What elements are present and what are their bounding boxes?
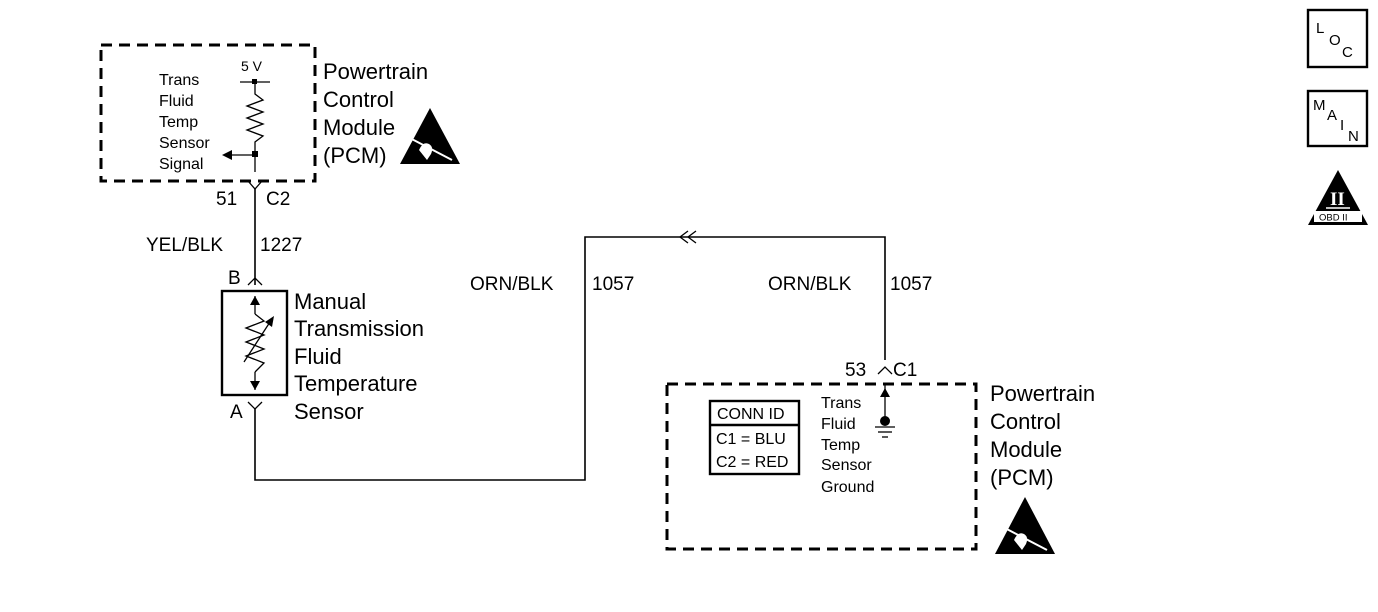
conn-id-row-c2: C2 = RED [716, 454, 788, 471]
terminal-b-symbol [247, 277, 263, 286]
conn-id-title: CONN ID [717, 406, 785, 423]
obd-caption: OBD II [1319, 213, 1348, 224]
wire-1057: ORN/BLK 1057 ORN/BLK 1057 [254, 230, 932, 481]
connector-c2-label: C2 [266, 189, 290, 210]
esd-warning-icon [995, 497, 1055, 554]
pin-53-label: 53 [845, 360, 866, 381]
terminal-b-label: B [228, 268, 241, 289]
obd-numeral: II [1330, 189, 1345, 210]
wire-1057-right-circuit: 1057 [890, 274, 932, 295]
voltage-node [252, 79, 257, 84]
wire-1057-left-circuit: 1057 [592, 274, 634, 295]
wire-1227-circuit: 1227 [260, 235, 302, 256]
ground-circuit-label: Trans Fluid Temp Sensor Ground [821, 395, 876, 496]
conn-id-row-c1: C1 = BLU [716, 431, 786, 448]
signal-arrow-head [222, 150, 232, 160]
ground-icon [875, 426, 895, 438]
signal-node [252, 151, 258, 157]
connector-c1-label: C1 [893, 360, 917, 381]
inline-connector-chevron [678, 230, 689, 244]
wire-1227-color: YEL/BLK [146, 235, 223, 256]
thermistor-variable-arrow [265, 316, 274, 327]
loc-letter-o: O [1329, 32, 1341, 49]
ground-node [880, 416, 890, 426]
thermistor-symbol [244, 313, 266, 373]
terminal-a-symbol [247, 401, 263, 410]
conn-id-table: CONN ID C1 = BLU C2 = RED [708, 399, 801, 476]
loc-letter-l: L [1316, 20, 1324, 37]
main-button[interactable]: M A I N [1306, 89, 1369, 148]
pullup-resistor [245, 82, 265, 152]
connector-c1-symbol [877, 366, 893, 375]
pin-51-label: 51 [216, 189, 237, 210]
voltage-label: 5 V [241, 58, 263, 74]
sensor-body [220, 289, 289, 397]
wire-1227: YEL/BLK 1227 [146, 189, 302, 285]
signal-circuit-label: Trans Fluid Temp Sensor Signal [159, 72, 214, 173]
sensor-name: Manual Transmission Fluid Temperature Se… [294, 289, 430, 424]
main-letter-a: A [1327, 107, 1337, 124]
loc-letter-c: C [1342, 44, 1353, 61]
pcm-bottom-dashed-box [665, 382, 978, 551]
main-letter-n: N [1348, 128, 1359, 145]
ground-arrow [880, 388, 890, 397]
pcm-top-name: Powertrain Control Module (PCM) [323, 59, 434, 168]
esd-warning-icon [400, 108, 460, 164]
pcm-top-dashed-box [99, 43, 317, 183]
fluid-temp-sensor: B A Manual Transmission Fluid Temperatur… [220, 268, 430, 424]
sensor-arrow-up [250, 296, 260, 305]
pcm-bottom-name: Powertrain Control Module (PCM) [990, 381, 1101, 490]
pcm-top: 5 V Trans Fluid Temp Sensor Signal Power… [99, 43, 460, 210]
obd-ii-icon[interactable]: II OBD II [1308, 170, 1368, 225]
main-letter-m: M [1313, 97, 1326, 114]
pcm-bottom: 53 C1 Trans Fluid Temp Sensor Ground CON… [665, 360, 1101, 554]
terminal-a-label: A [230, 402, 243, 423]
loc-button[interactable]: L O C [1306, 8, 1369, 69]
main-letter-i: I [1340, 117, 1344, 134]
wire-1057-right-color: ORN/BLK [768, 274, 852, 295]
sensor-arrow-down [250, 381, 260, 390]
wire-1057-left-color: ORN/BLK [470, 274, 554, 295]
